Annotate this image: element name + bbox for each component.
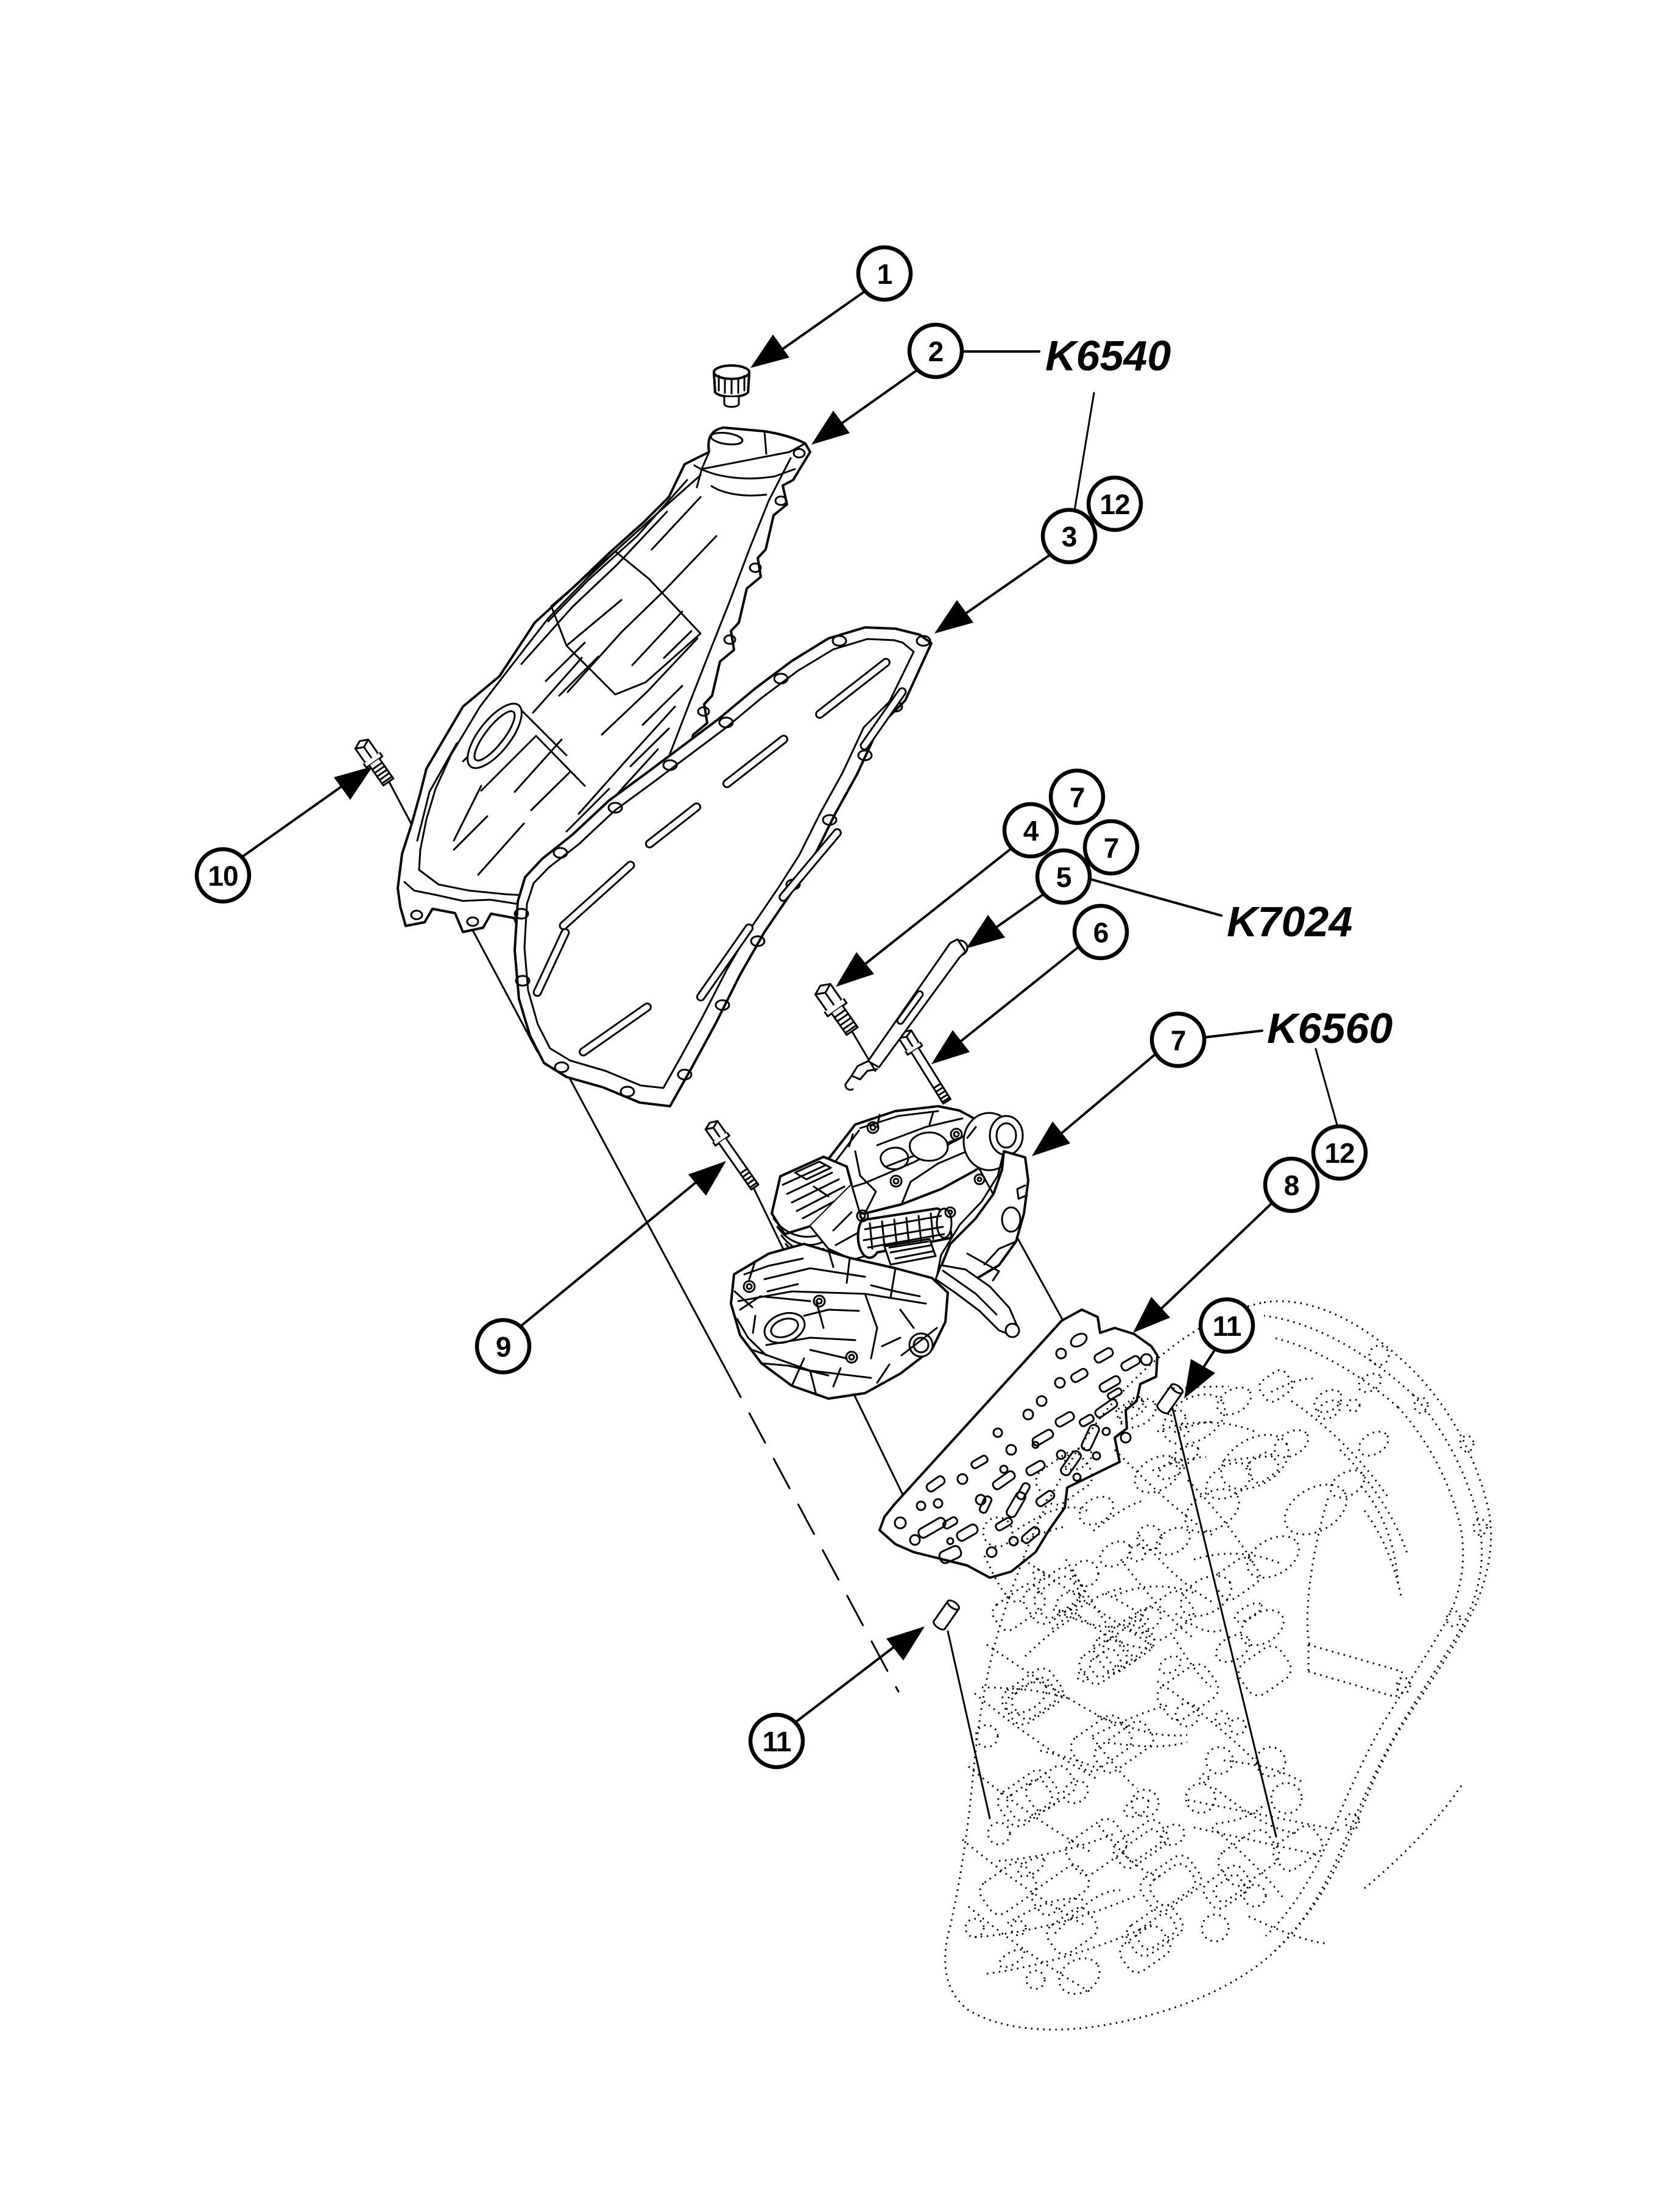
svg-text:4: 4 (1023, 815, 1039, 847)
svg-text:5: 5 (1056, 861, 1071, 893)
svg-text:11: 11 (1213, 1310, 1241, 1342)
svg-text:K6540: K6540 (1045, 332, 1171, 380)
svg-text:9: 9 (496, 1331, 511, 1363)
svg-text:7: 7 (1070, 782, 1085, 813)
svg-text:K7024: K7024 (1227, 898, 1352, 945)
svg-text:11: 11 (763, 1726, 791, 1757)
svg-text:10: 10 (208, 860, 238, 892)
svg-text:8: 8 (1284, 1170, 1299, 1201)
svg-text:7: 7 (1104, 832, 1119, 864)
svg-text:1: 1 (877, 258, 892, 290)
svg-text:12: 12 (1324, 1137, 1354, 1169)
svg-text:K6560: K6560 (1267, 1004, 1392, 1052)
svg-text:3: 3 (1062, 521, 1077, 552)
svg-text:7: 7 (1171, 1025, 1186, 1056)
svg-text:12: 12 (1099, 489, 1129, 520)
svg-text:2: 2 (928, 336, 944, 367)
svg-text:6: 6 (1093, 917, 1109, 948)
